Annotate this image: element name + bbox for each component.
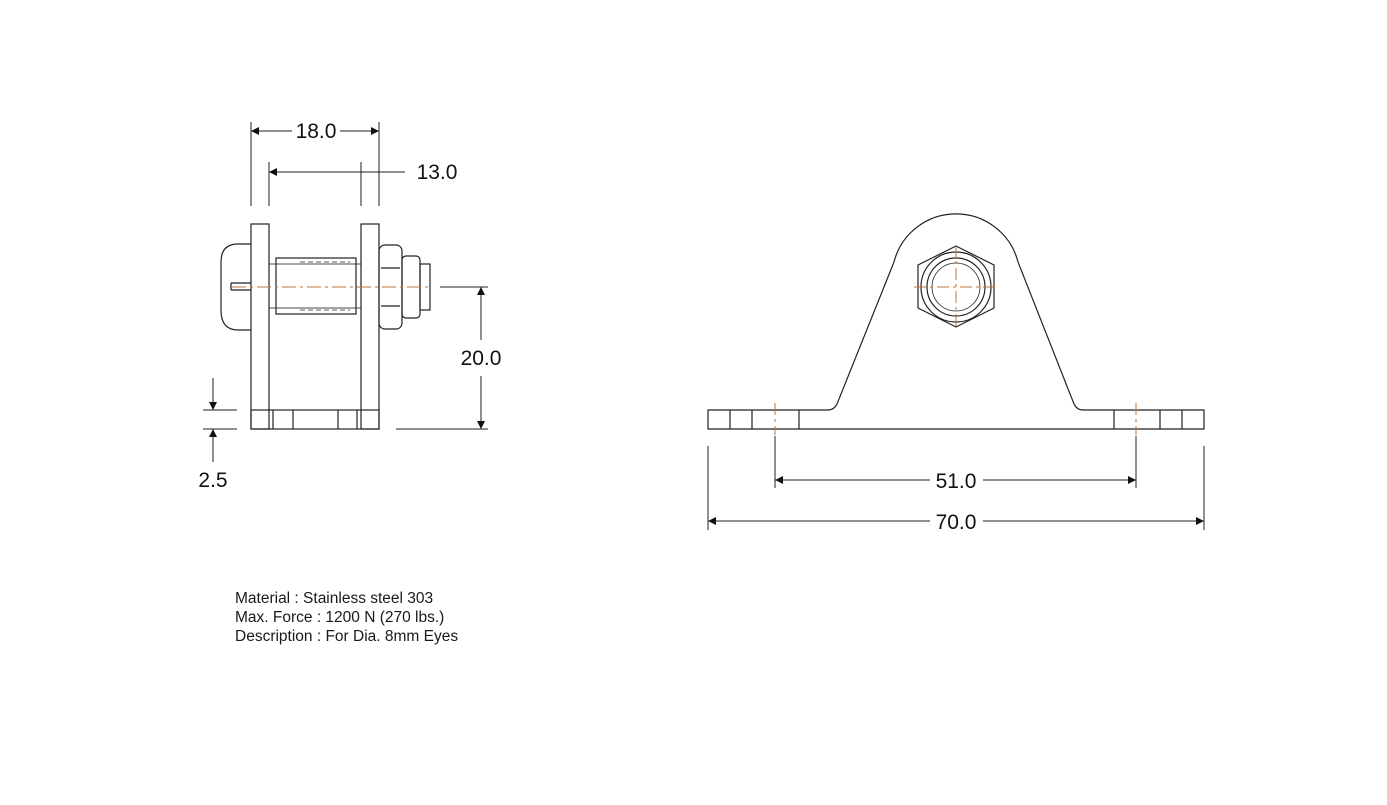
- dim-thickness-label: 2.5: [198, 469, 227, 492]
- max-force-note: Max. Force : 1200 N (270 lbs.): [235, 609, 445, 626]
- dim-inner-label: 13.0: [417, 161, 458, 184]
- spec-notes: Material : Stainless steel 303 Max. Forc…: [235, 589, 458, 646]
- front-dimensions: [707, 436, 1205, 530]
- description-note: Description : For Dia. 8mm Eyes: [235, 628, 459, 645]
- side-view: [220, 223, 431, 430]
- dim-width-label: 18.0: [296, 120, 337, 143]
- screw-head: [220, 243, 251, 331]
- front-centerlines: [774, 245, 1137, 435]
- base-plate: [250, 409, 380, 430]
- left-plate: [250, 223, 270, 430]
- dim-height-label: 20.0: [461, 347, 502, 370]
- dim-hole-spacing-label: 51.0: [936, 470, 977, 493]
- material-note: Material : Stainless steel 303: [235, 590, 434, 607]
- right-plate: [360, 223, 380, 430]
- dim-overall-length-label: 70.0: [936, 511, 977, 534]
- spacer-tube: [275, 257, 357, 315]
- bracket-outline: [707, 213, 1205, 430]
- side-dimensions: [203, 122, 488, 462]
